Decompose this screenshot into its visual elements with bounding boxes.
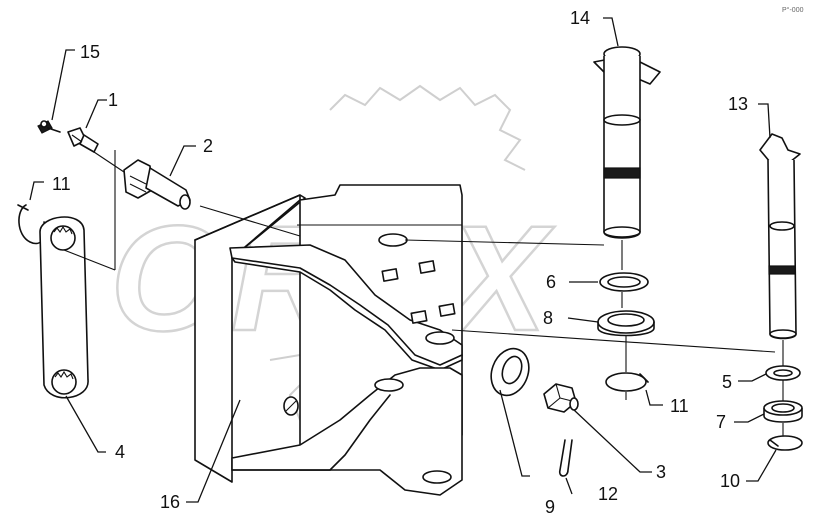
washer-part-8 <box>597 310 655 337</box>
bracket-part-16 <box>194 184 463 496</box>
cotter-pin-part-12 <box>558 439 573 477</box>
fitting-part-1 <box>67 127 99 153</box>
assembly-axes <box>63 150 784 436</box>
callout-13: 13 <box>728 94 748 114</box>
pin-part-14 <box>593 46 661 239</box>
circlip-part-11-right <box>605 372 649 392</box>
callout-2: 2 <box>203 136 213 156</box>
callout-7: 7 <box>716 412 726 432</box>
callout-6: 6 <box>546 272 556 292</box>
callout-15: 15 <box>80 42 100 62</box>
callout-3: 3 <box>656 462 666 482</box>
callout-16: 16 <box>160 492 180 512</box>
callout-14: 14 <box>570 8 590 28</box>
callout-11-left: 11 <box>52 174 71 194</box>
callout-1: 1 <box>108 90 118 110</box>
corner-code: P°-000 <box>782 6 804 14</box>
washer-part-6 <box>599 272 649 292</box>
pin-part-13 <box>759 133 801 340</box>
link-plate-part-4 <box>39 216 89 399</box>
leader-lines <box>29 17 777 503</box>
nut-part-3 <box>543 383 579 413</box>
screw-part-15 <box>37 120 61 134</box>
callout-5: 5 <box>722 372 732 392</box>
callout-12: 12 <box>598 484 618 504</box>
callout-11-right: 11 <box>670 396 689 416</box>
callout-4: 4 <box>115 442 125 462</box>
pin-part-2 <box>123 159 191 210</box>
callout-9: 9 <box>545 497 555 517</box>
circlip-part-10 <box>767 435 803 451</box>
callout-10: 10 <box>720 471 740 491</box>
washer-part-5 <box>765 365 801 381</box>
callout-8: 8 <box>543 308 553 328</box>
bushing-part-7 <box>763 400 803 423</box>
callout-labels: 15 1 2 11 4 16 9 12 3 6 8 11 14 13 5 7 1… <box>52 8 748 517</box>
